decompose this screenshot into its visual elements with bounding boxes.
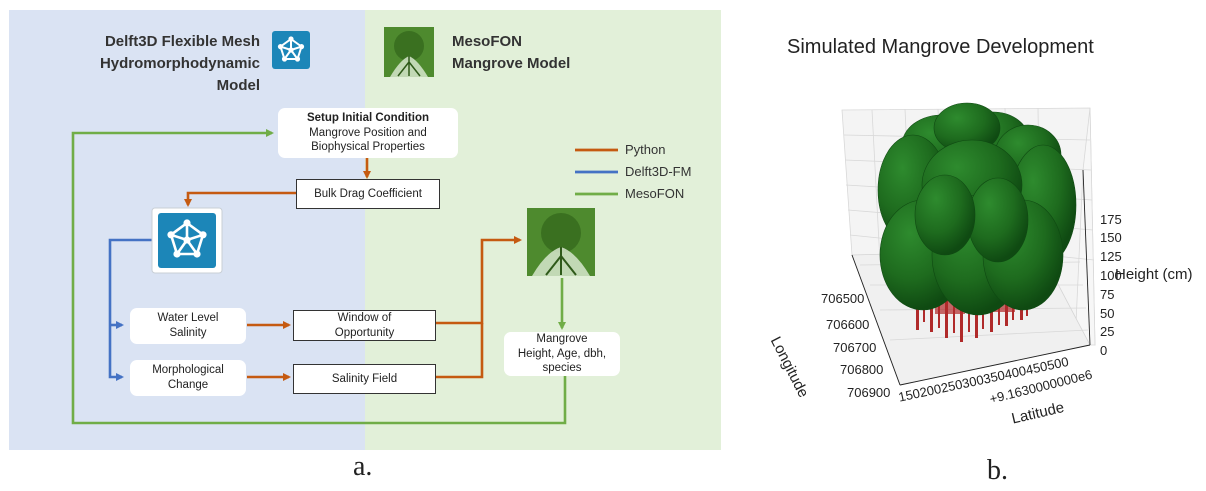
morphological-change-box: Morphological Change bbox=[130, 360, 246, 396]
bulk-drag-coefficient-box: Bulk Drag Coefficient bbox=[296, 179, 440, 209]
setup-line2: Biophysical Properties bbox=[311, 141, 425, 154]
salinity-field-box: Salinity Field bbox=[293, 364, 436, 394]
mesofon-title: MesoFON bbox=[452, 33, 523, 50]
morph-line1: Morphological bbox=[152, 364, 224, 377]
caption-b: b. bbox=[987, 455, 1008, 486]
salinity-label: Salinity bbox=[169, 327, 207, 339]
legend-python-label: Python bbox=[625, 142, 666, 157]
plot-title: Simulated Mangrove Development bbox=[787, 36, 1094, 58]
legend-delft-label: Delft3D-FM bbox=[625, 164, 692, 179]
caption-a: a. bbox=[353, 451, 373, 482]
setup-initial-condition-box: Setup Initial Condition Mangrove Positio… bbox=[278, 108, 458, 158]
delft-model-icon bbox=[151, 207, 223, 274]
panel-b: Simulated Mangrove Development bbox=[760, 0, 1206, 491]
y-tick-706600: 706600 bbox=[826, 317, 870, 332]
delft-header: Delft3D Flexible Mesh Hydromorphodynamic… bbox=[60, 31, 260, 96]
mesofon-logo-icon bbox=[384, 27, 434, 77]
z-tick-75: 75 bbox=[1100, 287, 1115, 302]
y-tick-706500: 706500 bbox=[821, 291, 865, 306]
z-tick-0: 0 bbox=[1100, 343, 1108, 358]
mangrove-line3: species bbox=[542, 362, 582, 375]
water-level-label: Water Level bbox=[157, 312, 219, 325]
y-tick-706700: 706700 bbox=[833, 340, 877, 355]
salinity-to-mesofon-line bbox=[435, 323, 484, 379]
delft-outputs-line bbox=[108, 238, 155, 381]
z-tick-150: 150 bbox=[1100, 230, 1122, 245]
window-line1: Window of bbox=[337, 311, 392, 324]
delft-logo-icon bbox=[272, 31, 310, 69]
z-tick-100: 100 bbox=[1100, 268, 1122, 283]
axis-edges bbox=[851, 169, 1091, 386]
mesofon-header: MesoFON Mangrove Model bbox=[452, 31, 652, 75]
plot-3d bbox=[841, 102, 1096, 386]
mangrove-line2: Height, Age, dbh, bbox=[517, 347, 607, 360]
z-tick-125: 125 bbox=[1100, 249, 1122, 264]
mangrove-properties-box: Mangrove Height, Age, dbh, species bbox=[504, 332, 620, 376]
bulk-drag-label: Bulk Drag Coefficient bbox=[314, 187, 422, 200]
z-tick-25: 25 bbox=[1100, 324, 1115, 339]
salinity-field-label: Salinity Field bbox=[331, 372, 398, 385]
setup-line1: Mangrove Position and bbox=[309, 126, 427, 139]
y-tick-706800: 706800 bbox=[840, 362, 884, 377]
y-tick-706900: 706900 bbox=[847, 385, 891, 400]
diagram-connectors bbox=[71, 27, 618, 425]
mesofon-model-icon bbox=[527, 208, 595, 276]
z-axis-label: Height (cm) bbox=[1115, 266, 1193, 283]
bulk-to-delft-arrow bbox=[184, 191, 296, 207]
mangrove-line1: Mangrove bbox=[536, 332, 588, 345]
z-tick-50: 50 bbox=[1100, 306, 1115, 321]
z-tick-175: 175 bbox=[1100, 212, 1122, 227]
window-to-mesofon-line bbox=[435, 236, 522, 325]
mangrove-canopies bbox=[877, 102, 1077, 316]
water-level-salinity-box: Water Level Salinity bbox=[130, 308, 246, 344]
legend-mesofon-label: MesoFON bbox=[625, 186, 685, 201]
window-line2: Opportunity bbox=[334, 326, 395, 339]
mesofon-feedback-line bbox=[71, 129, 567, 425]
delft-title: Delft3D Flexible Mesh bbox=[104, 33, 260, 50]
window-of-opportunity-box: Window of Opportunity bbox=[293, 310, 436, 341]
setup-title: Setup Initial Condition bbox=[306, 111, 429, 124]
panel-a: Delft3D Flexible Mesh Hydromorphodynamic… bbox=[9, 10, 721, 482]
delft-subtitle: Hydromorphodynamic Model bbox=[99, 54, 260, 94]
morph-line2: Change bbox=[167, 379, 209, 391]
mesofon-subtitle: Mangrove Model bbox=[452, 54, 571, 72]
